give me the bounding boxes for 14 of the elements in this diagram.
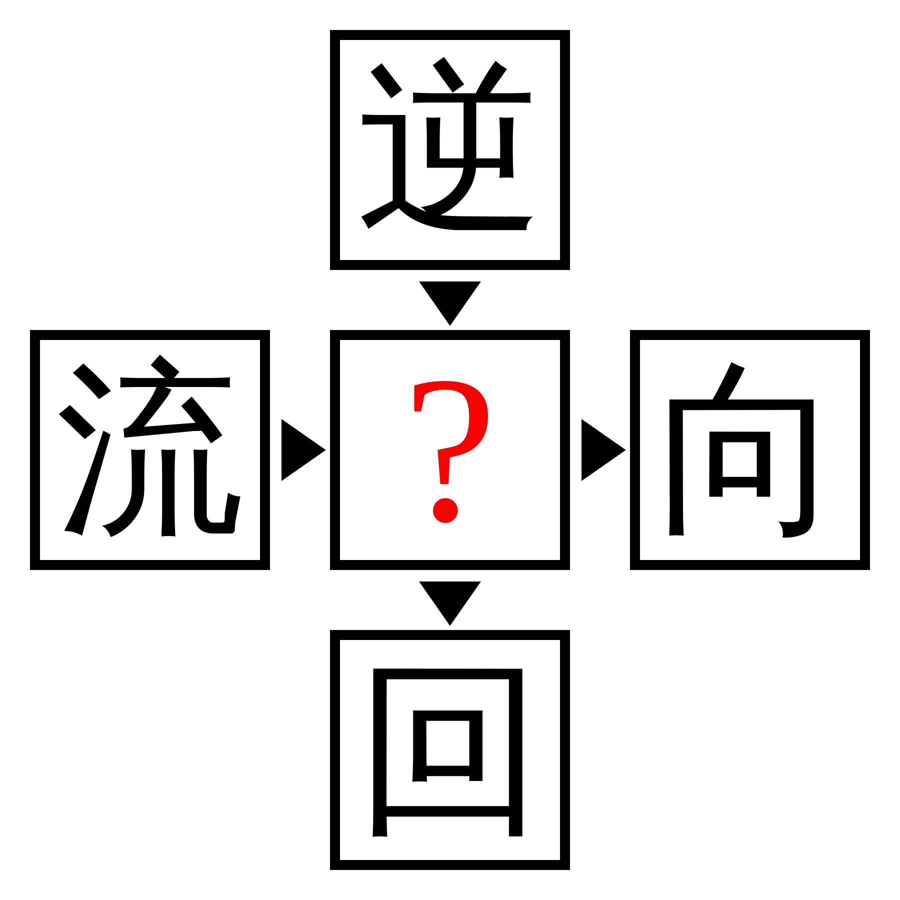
character-box	[330, 330, 570, 570]
kanji-character: 回	[356, 656, 544, 844]
arrow	[419, 282, 481, 326]
arrow	[582, 419, 626, 481]
character-box	[330, 30, 570, 270]
character-box	[330, 630, 570, 870]
arrow	[282, 419, 326, 481]
character-box	[30, 330, 270, 570]
kanji-character: 流	[56, 356, 244, 544]
character-box	[630, 330, 870, 570]
question-mark: ?	[403, 345, 497, 555]
kanji-character: 逆	[356, 56, 544, 244]
arrow	[419, 582, 481, 626]
kanji-character: 向	[656, 356, 844, 544]
